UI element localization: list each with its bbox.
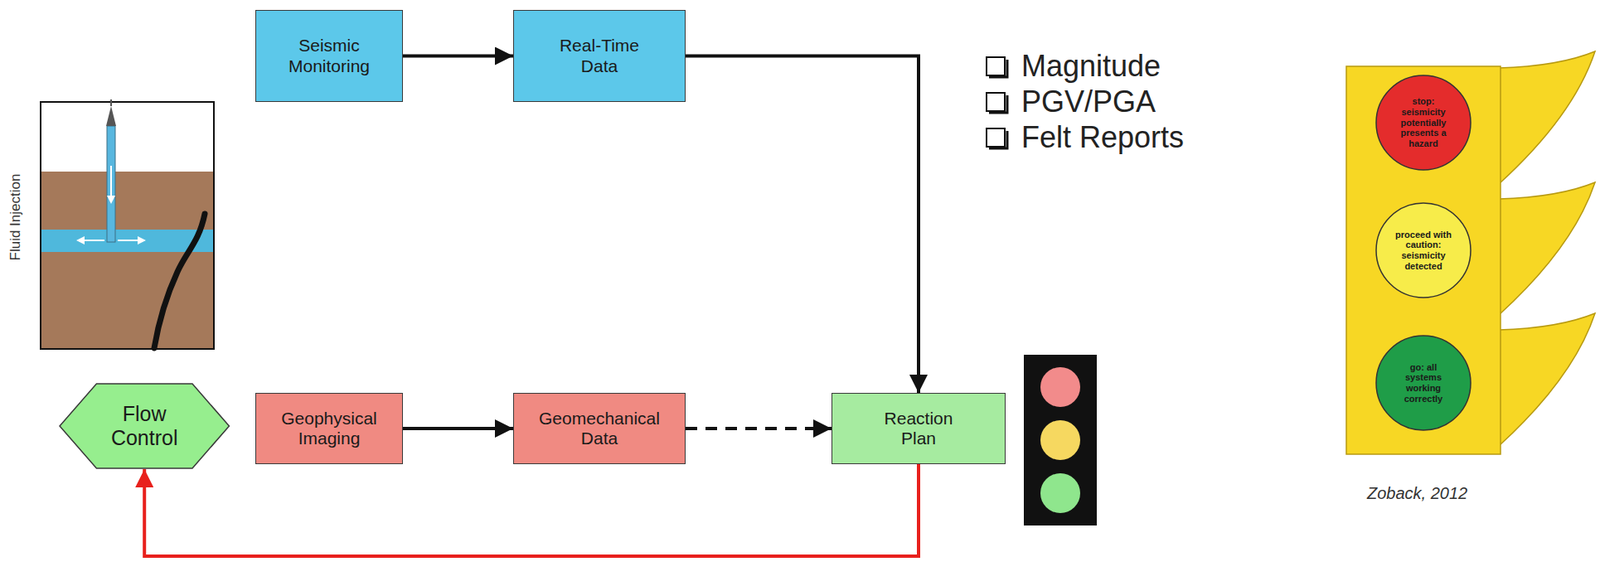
node-text: Real-Time Data	[549, 35, 650, 76]
lamp-circle	[1376, 203, 1471, 298]
well-pipe	[106, 126, 116, 243]
flow-arrowhead	[76, 236, 85, 245]
flow-arrow	[117, 239, 140, 242]
data-box: Geomechanical Data	[513, 392, 686, 465]
yellow-lamp	[1040, 420, 1081, 461]
flow-arrow	[402, 54, 514, 59]
derrick	[106, 106, 117, 127]
checkbox	[986, 128, 1005, 147]
traffic-light-figure	[1346, 51, 1596, 455]
node-text: go: all systems working correctly	[1391, 362, 1456, 405]
flow-arrowhead	[106, 195, 116, 204]
check-item: Magnitude	[1021, 51, 1161, 82]
traffic-light-housing	[1346, 66, 1501, 455]
data-box: Real-Time Data	[513, 9, 686, 102]
side-label: Fluid Injection	[8, 174, 23, 262]
check-item: Felt Reports	[1021, 122, 1184, 153]
node-text: proceed with caution: seismicity detecte…	[1390, 229, 1457, 272]
traffic-light	[1023, 354, 1097, 526]
traffic-light-housing	[1023, 354, 1097, 526]
plan-box: Reaction Plan	[831, 392, 1006, 465]
process-box: Geophysical Imaging	[255, 392, 403, 465]
flow-arrow	[685, 426, 832, 431]
node-text: stop: seismicity potentially presents a …	[1391, 96, 1456, 149]
injection-illustration	[40, 99, 214, 350]
check-item: PGV/PGA	[1021, 87, 1156, 117]
flow-arrow	[110, 165, 112, 198]
green-lamp	[1040, 473, 1081, 514]
visor	[1498, 313, 1596, 447]
signal-lamp: stop: seismicity potentially presents a …	[1375, 74, 1472, 171]
checkbox-shadow	[989, 95, 1008, 113]
signal-lamp: proceed with caution: seismicity detecte…	[1375, 202, 1472, 299]
signal-lamp: go: all systems working correctly	[1375, 334, 1472, 432]
node-text: Geophysical Imaging	[266, 408, 392, 449]
node-text: Reaction Plan	[868, 408, 969, 449]
red-lamp	[1040, 367, 1081, 408]
fault-line	[154, 213, 205, 349]
node-text: Seismic Monitoring	[266, 35, 392, 76]
checkbox	[986, 92, 1005, 112]
checkbox-shadow	[989, 59, 1008, 78]
process-box: Seismic Monitoring	[255, 9, 403, 102]
derrick-mast	[110, 99, 112, 107]
checkbox-shadow	[989, 130, 1008, 149]
citation: Zoback, 2012	[1367, 484, 1468, 502]
flow-arrowhead	[137, 236, 146, 245]
visor	[1498, 182, 1596, 316]
ground	[41, 171, 214, 349]
lamp-circle	[1376, 75, 1471, 170]
hexagon-shape	[59, 383, 229, 469]
visor	[1498, 51, 1596, 185]
illustration-frame	[40, 101, 214, 350]
checkbox	[986, 57, 1005, 76]
control-hexagon: Flow Control	[58, 383, 230, 470]
flow-arrow	[402, 426, 514, 431]
node-text: Geomechanical Data	[528, 408, 670, 449]
checkbox-list	[986, 57, 1008, 149]
node-text: Flow Control	[98, 402, 190, 451]
flow-arrow	[144, 464, 919, 557]
lamp-circle	[1376, 335, 1471, 431]
flow-arrow	[82, 239, 105, 242]
flow-arrow	[685, 56, 919, 394]
